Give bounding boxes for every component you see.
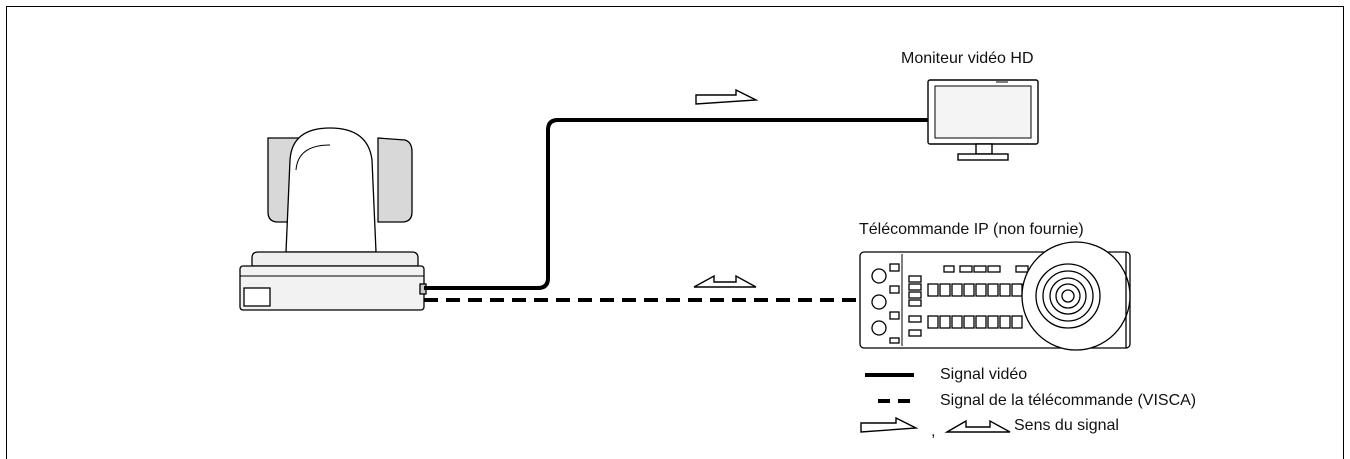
controller-button — [1011, 315, 1023, 329]
controller-button — [999, 283, 1011, 297]
controller-button — [951, 283, 963, 297]
legend-arrow-one-way-icon — [860, 416, 919, 433]
legend-remote-label: Signal de la télécommande (VISCA) — [940, 392, 1197, 409]
controller-button — [927, 283, 939, 297]
controller-button — [1011, 283, 1023, 297]
controller-button — [987, 283, 999, 297]
controller-button — [963, 283, 975, 297]
video-direction-arrow — [695, 88, 759, 105]
controller-button — [951, 315, 963, 329]
video-signal-line — [424, 118, 930, 290]
legend-arrow-two-way-icon — [944, 419, 1011, 433]
remote-direction-arrow — [693, 274, 757, 288]
ptz-camera-icon — [239, 127, 427, 311]
controller-button — [939, 283, 951, 297]
controller-button — [975, 315, 987, 329]
controller-button — [939, 315, 951, 329]
controller-button — [999, 315, 1011, 329]
monitor-label: Moniteur vidéo HD — [901, 50, 1034, 67]
controller-button — [987, 315, 999, 329]
diagram-frame — [6, 6, 1344, 459]
controller-button — [975, 283, 987, 297]
legend-video-label: Signal vidéo — [940, 366, 1028, 383]
ip-remote-controller-icon — [859, 241, 1131, 351]
controller-button — [927, 315, 939, 329]
legend-separator: , — [931, 423, 936, 440]
remote-label: Télécommande IP (non fournie) — [859, 221, 1084, 238]
hd-monitor-icon — [927, 79, 1039, 161]
legend-direction-label: Sens du signal — [1014, 417, 1119, 434]
controller-button — [963, 315, 975, 329]
